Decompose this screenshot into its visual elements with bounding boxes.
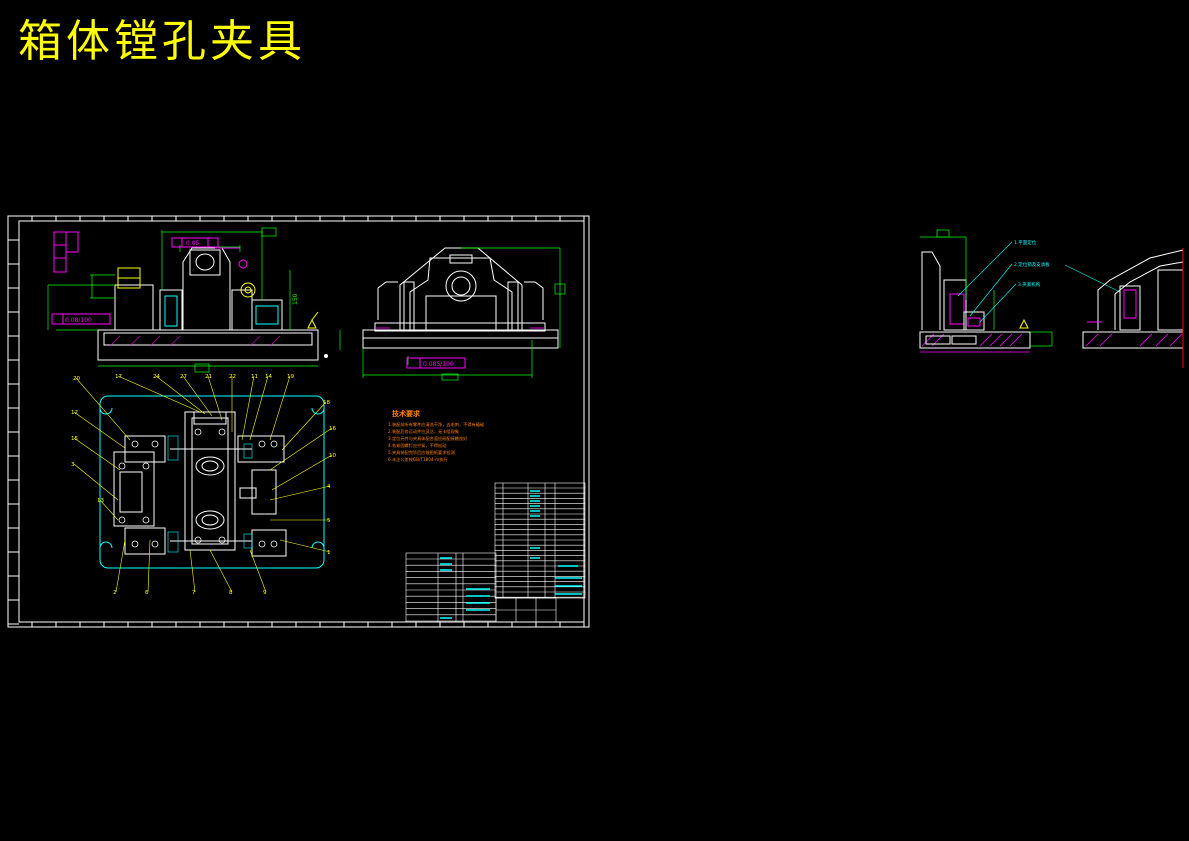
side-label-3: 3.夹紧机构 bbox=[1018, 281, 1041, 288]
side-label-2: 2.定位销及支承板 bbox=[1014, 261, 1050, 268]
title-block bbox=[405, 552, 557, 623]
notes-line-6: 6.未注公差按GB/T1804-m执行 bbox=[388, 456, 448, 463]
sheet-border bbox=[7, 215, 590, 628]
balloon-number: 6 bbox=[145, 590, 149, 596]
balloon-number: 20 bbox=[73, 376, 80, 382]
tolerance-parallel-value: 0.085/100 bbox=[423, 361, 454, 368]
parts-list bbox=[494, 482, 586, 599]
balloon-number: 16 bbox=[329, 426, 336, 432]
balloon-number: 15 bbox=[71, 436, 78, 442]
left-view-height-dim: 150 bbox=[292, 293, 299, 305]
balloon-number: 4 bbox=[327, 484, 331, 490]
notes-line-5: 5.夹具装配完毕后应按图纸要求检测 bbox=[388, 449, 455, 456]
balloon-number: 5 bbox=[327, 518, 331, 524]
side-label-1: 1.平面定位 bbox=[1014, 239, 1037, 246]
balloon-number: 13 bbox=[97, 498, 104, 504]
tolerance-frame-vertical bbox=[53, 231, 79, 273]
balloon-number: 3 bbox=[71, 462, 75, 468]
notes-line-4: 4.各紧固螺钉应拧紧，不得松动 bbox=[388, 442, 446, 449]
notes-line-2: 2.装配后各运动件应灵活，无卡阻现象 bbox=[388, 428, 459, 435]
balloon-number: 18 bbox=[323, 400, 330, 406]
tolerance-top-value: 0.05 bbox=[186, 240, 200, 247]
balloon-number: 24 bbox=[153, 374, 160, 380]
technical-notes: 技术要求 1.装配前所有零件应清洗干净，去毛刺，不得有磕碰 2.装配后各运动件应… bbox=[388, 409, 484, 463]
plan-view: 20 17 24 27 21 22 11 14 19 18 16 10 4 5 1 12 15 3 2 6 7 8 9 13 bbox=[71, 374, 336, 596]
notes-line-3: 3.定位元件与夹具体配合面应研配接触良好 bbox=[388, 435, 467, 442]
tolerance-frame-flatness: 0.08/100 bbox=[51, 313, 111, 325]
balloon-number: 11 bbox=[251, 374, 258, 380]
notes-line-1: 1.装配前所有零件应清洗干净，去毛刺，不得有磕碰 bbox=[388, 421, 484, 428]
balloon-number: 22 bbox=[229, 374, 236, 380]
balloon-number: 27 bbox=[180, 374, 187, 380]
border-zone-ticks bbox=[7, 215, 585, 627]
balloon-number: 14 bbox=[265, 374, 272, 380]
balloon-number: 1 bbox=[327, 550, 331, 556]
left-view: 0.05 0.08/100 150 bbox=[47, 227, 341, 373]
balloon-number: 8 bbox=[229, 590, 233, 596]
balloon-number: 19 bbox=[287, 374, 294, 380]
balloon-number: 7 bbox=[192, 590, 196, 596]
tolerance-frame-top: 0.05 bbox=[171, 237, 219, 248]
balloon-number: 17 bbox=[115, 374, 122, 380]
tolerance-flatness-value: 0.08/100 bbox=[65, 317, 92, 324]
balloon-number: 12 bbox=[71, 410, 78, 416]
balloon-number: 21 bbox=[205, 374, 212, 380]
front-view: 0.085/100 bbox=[362, 247, 566, 381]
drawing-title: 箱体镗孔夹具 bbox=[18, 16, 306, 67]
balloon-number: 10 bbox=[329, 453, 336, 459]
balloon-number: 2 bbox=[113, 590, 117, 596]
tolerance-frame-parallel: 0.085/100 bbox=[406, 357, 466, 369]
notes-heading: 技术要求 bbox=[392, 409, 421, 418]
balloon-number: 9 bbox=[263, 590, 267, 596]
side-detail-view: 1.平面定位 2.定位销及支承板 3.夹紧机构 bbox=[919, 229, 1184, 368]
